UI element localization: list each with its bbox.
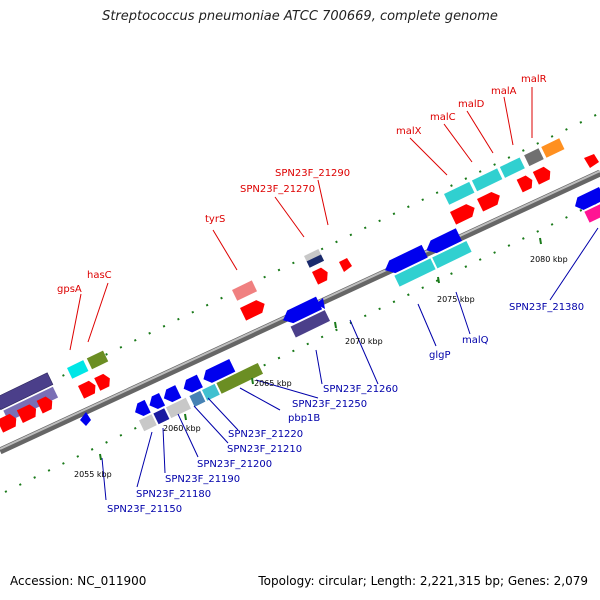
gene-label-malq[interactable]: malQ (462, 335, 489, 346)
bottom-gene-labels: SPN23F_21150 SPN23F_21180 SPN23F_21190 S… (107, 302, 584, 515)
accession-label: Accession: NC_011900 (10, 574, 147, 588)
gene-label-tyrs[interactable]: tyrS (205, 214, 225, 225)
inner-tick-track (4, 200, 600, 493)
scale-label-2065: 2065 kbp (254, 379, 292, 388)
top-gene-features (0, 138, 599, 433)
gene-label-spn23f-21150[interactable]: SPN23F_21150 (107, 504, 182, 515)
scale-label-2075: 2075 kbp (437, 295, 475, 304)
gene-label-pbp1b[interactable]: pbp1B (288, 413, 320, 424)
gene-label-spn23f-21290[interactable]: SPN23F_21290 (275, 168, 350, 179)
gene-label-spn23f-21220[interactable]: SPN23F_21220 (228, 429, 303, 440)
scale-label-2070: 2070 kbp (345, 337, 383, 346)
gene-label-malx[interactable]: malX (396, 126, 422, 137)
scale-ticks (99, 237, 542, 461)
gene-label-spn23f-21190[interactable]: SPN23F_21190 (165, 474, 240, 485)
gene-label-mald[interactable]: malD (458, 99, 485, 110)
scale-label-2080: 2080 kbp (530, 255, 568, 264)
scale-label-2055: 2055 kbp (74, 470, 112, 479)
gene-label-glgp[interactable]: glgP (429, 350, 451, 361)
gene-label-gpsa[interactable]: gpsA (57, 284, 82, 295)
gene-label-spn23f-21270[interactable]: SPN23F_21270 (240, 184, 315, 195)
map-title: Streptococcus pneumoniae ATCC 700669, co… (102, 9, 498, 24)
top-gene-labels: gpsA hasC tyrS SPN23F_21270 SPN23F_21290… (57, 74, 547, 295)
bottom-label-leaders (101, 227, 599, 501)
top-label-leaders (69, 87, 533, 351)
scale-label-2060: 2060 kbp (163, 424, 201, 433)
gene-label-hasc[interactable]: hasC (87, 270, 112, 281)
gene-label-spn23f-21180[interactable]: SPN23F_21180 (136, 489, 211, 500)
gene-label-spn23f-21210[interactable]: SPN23F_21210 (227, 444, 302, 455)
bottom-gene-features (80, 186, 600, 432)
gene-label-spn23f-21380[interactable]: SPN23F_21380 (509, 302, 584, 313)
gene-label-malc[interactable]: malC (430, 112, 456, 123)
gene-label-malr[interactable]: malR (521, 74, 547, 85)
gene-label-mala[interactable]: malA (491, 86, 517, 97)
gene-label-spn23f-21260[interactable]: SPN23F_21260 (323, 384, 398, 395)
genome-summary: Topology: circular; Length: 2,221,315 bp… (258, 574, 588, 588)
gene-label-spn23f-21200[interactable]: SPN23F_21200 (197, 459, 272, 470)
gene-label-spn23f-21250[interactable]: SPN23F_21250 (292, 399, 367, 410)
